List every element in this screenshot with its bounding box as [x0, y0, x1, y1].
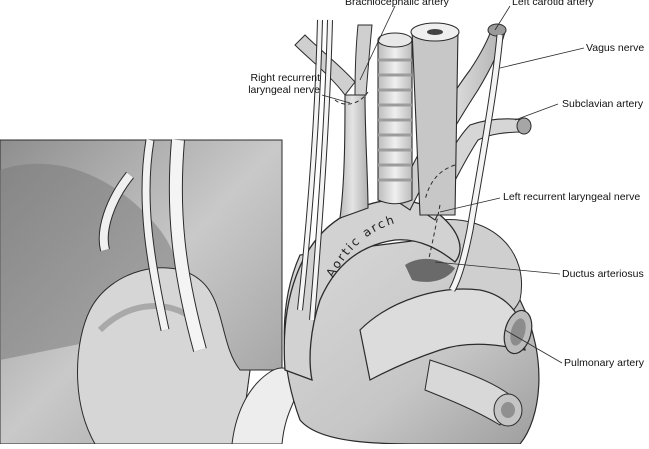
leader-lines [321, 5, 585, 364]
pulmonary-artery-label: Pulmonary artery [564, 357, 644, 369]
ductus-arteriosus-label: Ductus arteriosus [562, 268, 644, 280]
right-recurrent-laryngeal-nerve-label: Right recurrent laryngeal nerve [248, 72, 320, 96]
brachiocephalic-artery-label: Brachiocephalic artery [345, 0, 449, 8]
left-carotid-artery-label: Left carotid artery [512, 0, 594, 8]
inset-closeup [0, 139, 283, 445]
subclavian-artery-label: Subclavian artery [562, 98, 644, 110]
main-anatomy [283, 19, 540, 445]
vagus-nerve-label: Vagus nerve [586, 42, 645, 54]
left-recurrent-laryngeal-nerve-label: Left recurrent laryngeal nerve [503, 191, 641, 203]
